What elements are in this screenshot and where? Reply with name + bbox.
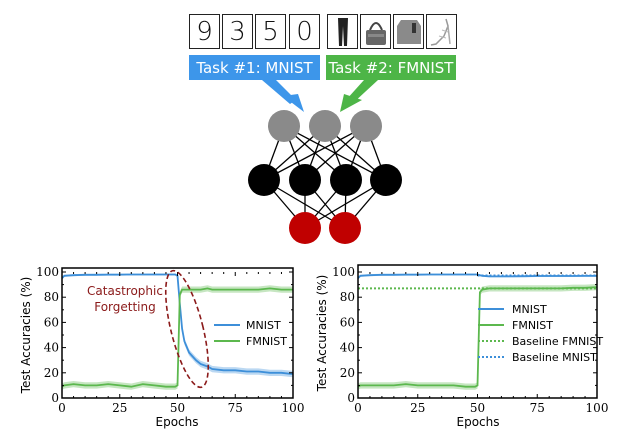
mnist-sample-image: 3 (222, 14, 253, 49)
node (350, 110, 382, 142)
y-axis-label: Test Accuracies (%) (19, 277, 33, 395)
forgetting-ellipse (164, 269, 210, 389)
mnist-sample-image: 5 (255, 14, 286, 49)
x-axis-label: Epochs (156, 415, 199, 429)
digit-glyph: 5 (262, 16, 279, 47)
trousers-icon (327, 14, 358, 49)
bag-icon (360, 14, 391, 49)
svg-text:80: 80 (340, 290, 355, 304)
series-line (61, 273, 294, 375)
series-line (61, 287, 293, 388)
node (289, 212, 321, 244)
node (330, 164, 362, 196)
annotation-text: Catastrophic (87, 284, 163, 298)
series-line (357, 286, 598, 388)
svg-text:75: 75 (228, 401, 243, 415)
digit-glyph: 9 (196, 16, 213, 47)
node (370, 164, 402, 196)
svg-text:0: 0 (354, 401, 362, 415)
mnist-sample-image: 9 (189, 14, 220, 49)
sandal-icon (426, 14, 457, 49)
svg-text:0: 0 (51, 391, 59, 405)
svg-text:40: 40 (44, 341, 59, 355)
legend: MNIST FMNIST (214, 319, 287, 348)
svg-text:50: 50 (170, 401, 185, 415)
axis-ticks: 0 25 50 75 100 0 20 40 60 80 100 (332, 265, 608, 415)
x-axis-label: Epochs (457, 415, 500, 429)
chart-with-baselines: 0 25 50 75 100 0 20 40 60 80 100 Test Accuracies (… (315, 264, 608, 429)
svg-text:100: 100 (586, 401, 609, 415)
svg-text:100: 100 (282, 401, 305, 415)
node (289, 164, 321, 196)
legend-label: Baseline FMNIST (512, 335, 603, 348)
svg-text:100: 100 (332, 265, 355, 279)
neural-network-diagram (248, 80, 402, 244)
svg-text:75: 75 (530, 401, 545, 415)
svg-text:20: 20 (340, 366, 355, 380)
task1-label: Task #1: MNIST (189, 55, 320, 80)
svg-text:80: 80 (44, 290, 59, 304)
mnist-sample-image: 0 (289, 14, 320, 49)
svg-text:60: 60 (340, 315, 355, 329)
axis-ticks: 0 25 50 75 100 0 20 40 60 80 100 (36, 265, 304, 415)
node (309, 110, 341, 142)
task1-arrow-icon (262, 80, 304, 112)
legend-label: FMNIST (246, 335, 287, 348)
input-layer-nodes (268, 110, 382, 142)
node (268, 110, 300, 142)
svg-text:25: 25 (410, 401, 425, 415)
svg-text:40: 40 (340, 341, 355, 355)
svg-text:60: 60 (44, 315, 59, 329)
node (329, 212, 361, 244)
hidden-layer-nodes (248, 164, 402, 196)
digit-glyph: 0 (296, 16, 313, 47)
legend-label: MNIST (512, 303, 547, 316)
chart-catastrophic-forgetting: 0 25 50 75 100 0 20 40 60 80 100 Test Accuracies (… (19, 265, 304, 429)
legend: MNIST FMNIST Baseline FMNIST Baseline MN… (478, 303, 603, 364)
annotation-text: Forgetting (94, 300, 156, 314)
pullover-icon (393, 14, 424, 49)
svg-text:0: 0 (347, 391, 355, 405)
y-axis-label: Test Accuracies (%) (315, 275, 329, 393)
task2-arrow-icon (340, 80, 378, 112)
legend-label: FMNIST (512, 319, 553, 332)
svg-text:25: 25 (112, 401, 127, 415)
svg-text:100: 100 (36, 265, 59, 279)
node (248, 164, 280, 196)
svg-text:20: 20 (44, 366, 59, 380)
task2-label: Task #2: FMNIST (326, 55, 456, 80)
svg-text:50: 50 (470, 401, 485, 415)
legend-label: Baseline MNIST (512, 351, 597, 364)
output-layer-nodes (289, 212, 361, 244)
digit-glyph: 3 (229, 16, 246, 47)
legend-label: MNIST (246, 319, 281, 332)
svg-text:0: 0 (58, 401, 66, 415)
